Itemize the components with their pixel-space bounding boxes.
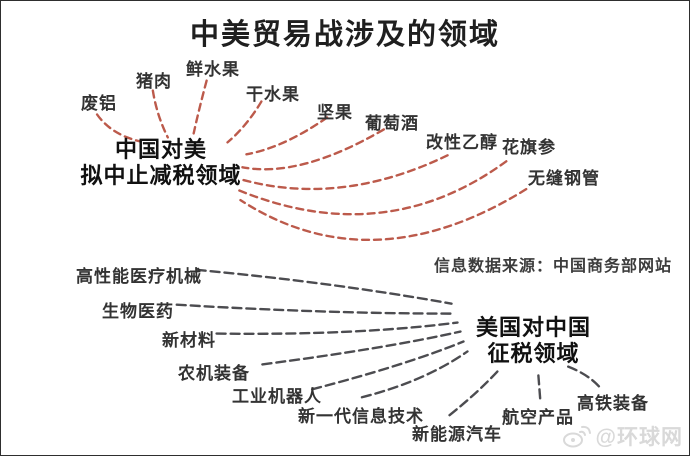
- china-hub: 中国对美 拟中止减税领域: [71, 137, 251, 189]
- source-note: 信息数据来源：中国商务部网站: [434, 258, 673, 275]
- china-connector-dried-fruit: [226, 100, 263, 144]
- us-item-new-energy-vehicles: 新能源汽车: [412, 425, 502, 444]
- us-item-next-gen-it: 新一代信息技术: [298, 407, 424, 426]
- us-item-new-materials: 新材料: [162, 331, 216, 350]
- watermark-handle: @环球网: [595, 426, 683, 449]
- us-item-agricultural-machinery: 农机装备: [178, 364, 250, 383]
- us-hub-line2: 征税领域: [487, 341, 580, 366]
- china-connector-nuts: [245, 116, 329, 156]
- watermark: @环球网: [562, 421, 683, 451]
- china-item-seamless-steel-pipe: 无缝钢管: [528, 169, 600, 188]
- china-connector-modified-ethanol: [239, 154, 449, 191]
- us-item-aviation-products: 航空产品: [502, 408, 574, 427]
- page-title: 中美贸易战涉及的领域: [189, 19, 500, 51]
- us-connector-medical-machinery: [195, 268, 453, 305]
- us-item-industrial-robots: 工业机器人: [232, 387, 322, 406]
- us-item-high-speed-rail: 高铁装备: [577, 394, 649, 413]
- us-hub: 美国对中国 征税领域: [451, 315, 616, 367]
- china-item-nuts: 坚果: [317, 103, 353, 122]
- china-item-dried-fruit: 干水果: [246, 85, 300, 104]
- us-connector-next-gen-it: [360, 350, 469, 399]
- china-item-fresh-fruit: 鲜水果: [186, 60, 240, 79]
- us-connector-agricultural-machinery: [261, 330, 462, 366]
- us-connector-aviation-products: [536, 371, 542, 400]
- china-connector-seamless-steel-pipe: [239, 187, 528, 241]
- us-connector-new-energy-vehicles: [448, 368, 501, 417]
- us-connector-biomedicine: [175, 303, 456, 315]
- china-item-pork: 猪肉: [136, 72, 172, 91]
- us-item-medical-machinery: 高性能医疗机械: [76, 267, 202, 286]
- us-hub-line1: 美国对中国: [475, 315, 591, 340]
- china-item-wine: 葡萄酒: [365, 114, 419, 133]
- china-hub-line1: 中国对美: [114, 137, 207, 162]
- us-connector-high-speed-rail: [563, 364, 601, 388]
- china-connector-pork: [151, 89, 169, 139]
- us-item-biomedicine: 生物医药: [102, 302, 174, 321]
- china-hub-line2: 拟中止减税领域: [80, 163, 242, 188]
- us-connector-industrial-robots: [310, 340, 465, 391]
- china-connector-scrap-aluminum: [95, 113, 142, 143]
- china-item-american-ginseng: 花旗参: [502, 138, 556, 157]
- us-connector-new-materials: [215, 321, 459, 335]
- weibo-icon: [562, 425, 591, 448]
- china-item-modified-ethanol: 改性乙醇: [426, 133, 498, 152]
- china-connector-wine: [241, 128, 386, 171]
- china-connector-fresh-fruit: [192, 79, 208, 135]
- china-item-scrap-aluminum: 废铝: [81, 94, 117, 113]
- china-connector-american-ginseng: [237, 160, 508, 216]
